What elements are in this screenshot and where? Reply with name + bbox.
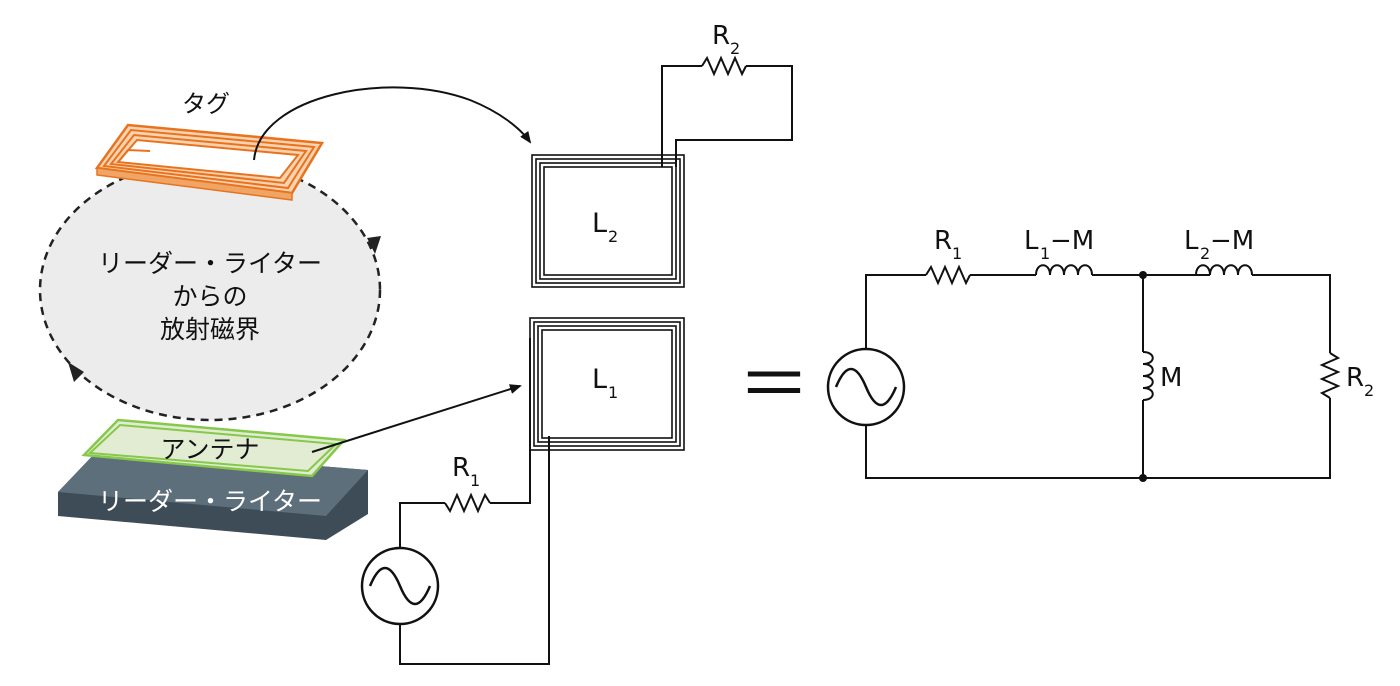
r1-resistor (444, 492, 491, 514)
field-label-line-3: 放射磁界 (160, 315, 260, 344)
eq-wire-bottom (865, 398, 1331, 479)
antenna-to-l1-arrow (311, 384, 522, 453)
eq-node-bottom (1139, 474, 1147, 482)
r1-label: R (452, 453, 470, 483)
reader-circuit-wire (490, 338, 531, 504)
eq-r1-label: R (934, 226, 952, 256)
eq-l2m-label: L (1184, 226, 1199, 256)
r2-resistor (701, 55, 747, 77)
reader-writer-label: リーダー・ライター (98, 487, 322, 516)
eq-node-top (1139, 271, 1147, 279)
field-label-line-2: からの (172, 282, 247, 311)
reader-circuit-wire-2 (399, 502, 445, 548)
coil-l1-label: L (592, 364, 607, 395)
tag-circuit-wire-return (675, 65, 793, 167)
coil-l2 (531, 154, 685, 288)
eq-l2m-inductor (1195, 264, 1253, 276)
eq-m-label: M (1160, 363, 1182, 393)
eq-l1m-label: L (1024, 226, 1039, 256)
eq-r2-resistor (1319, 352, 1341, 399)
field-arrowhead-right (367, 236, 381, 254)
eq-l1m-label-rest: −M (1050, 226, 1094, 256)
eq-l2m-label-rest: −M (1210, 226, 1254, 256)
eq-r2-label-sub: 2 (1364, 381, 1374, 400)
tag-coil (94, 123, 325, 201)
reader-circuit-wire-3 (399, 436, 550, 665)
eq-m-inductor (1142, 351, 1154, 401)
ac-wave-icon (368, 566, 432, 606)
tag-label: タグ (182, 90, 230, 118)
r2-label: R (712, 21, 730, 51)
eq-l1m-inductor (1035, 264, 1093, 276)
ac-wave-icon-equivalent (834, 367, 898, 407)
field-label-line-1: リーダー・ライター (98, 249, 322, 278)
eq-wire-left-top (865, 274, 926, 349)
coil-l2-label-sub: 2 (608, 227, 618, 246)
radiated-field-region (38, 158, 382, 422)
eq-l2m-label-sub: 2 (1200, 244, 1210, 263)
eq-wire-right (1252, 274, 1331, 353)
r2-label-sub: 2 (730, 39, 740, 58)
eq-l1m-label-sub: 1 (1040, 244, 1050, 263)
equals-sign: ＝ (738, 343, 810, 427)
antenna-label: アンテナ (160, 435, 259, 464)
eq-r2-label: R (1346, 363, 1364, 393)
field-arrowhead-left (68, 362, 84, 382)
tag-circuit-wire (661, 65, 702, 167)
coil-l2-label: L (592, 208, 607, 239)
tag-to-l2-arrow (253, 86, 532, 161)
coil-l1-label-sub: 1 (608, 383, 618, 402)
r1-label-sub: 1 (470, 471, 480, 490)
eq-r1-resistor (925, 264, 971, 286)
eq-r1-label-sub: 1 (952, 244, 962, 263)
